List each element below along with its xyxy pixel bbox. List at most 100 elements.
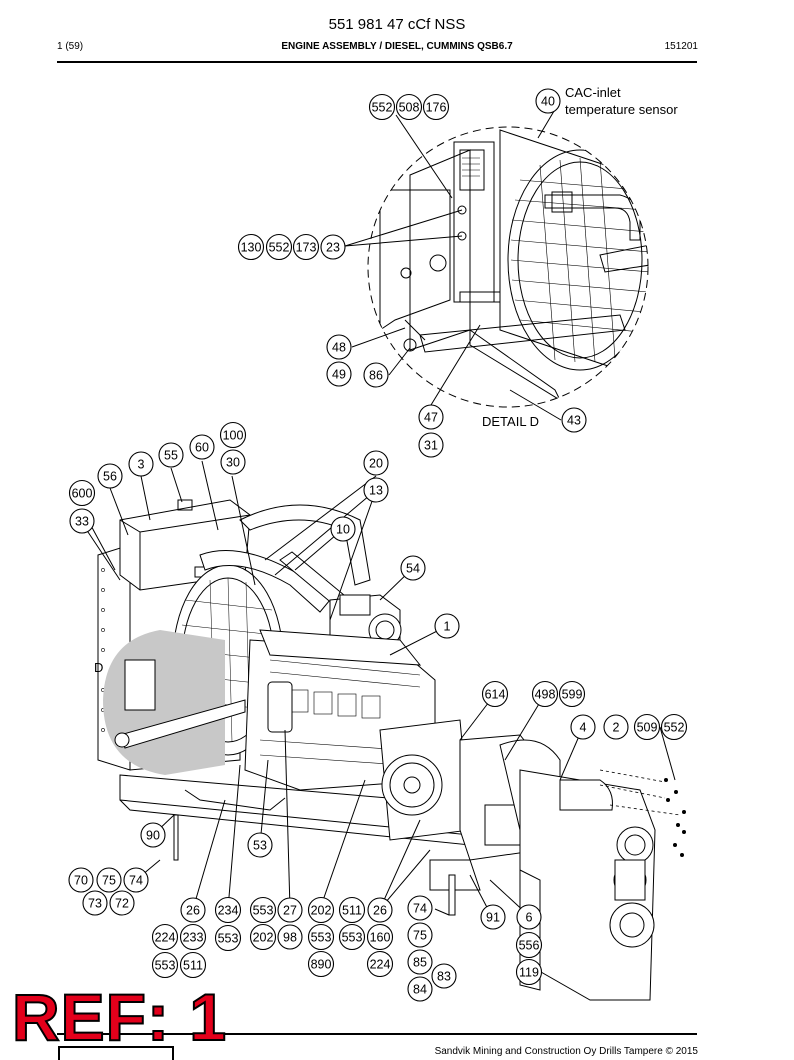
callout-bubble: 202	[307, 896, 335, 924]
callout-bubble: 26	[180, 897, 206, 923]
callout-number: 224	[370, 958, 391, 972]
callout-number: 202	[311, 904, 332, 918]
callout-bubble: 55	[158, 442, 184, 468]
callout-bubble: 130	[237, 233, 265, 261]
footer-copyright: Sandvik Mining and Construction Oy Drill…	[434, 1046, 698, 1057]
section-code: 151201	[664, 41, 698, 52]
callout-bubble: 74	[407, 895, 433, 921]
detail-view-marker: D	[94, 660, 103, 675]
callout-bubble: 224	[151, 923, 179, 951]
callout-number: 160	[370, 931, 391, 945]
callout-number: 54	[406, 562, 420, 576]
detail-label: DETAIL D	[482, 414, 539, 429]
callout-number: 27	[283, 904, 297, 918]
callout-number: 74	[129, 874, 143, 888]
callout-bubble: 2	[603, 714, 629, 740]
callout-bubble: 31	[418, 432, 444, 458]
callout-bubble: 49	[326, 361, 352, 387]
callout-number: 511	[183, 959, 203, 973]
callout-number: 43	[567, 414, 581, 428]
callout-number: 173	[296, 241, 317, 255]
callout-number: 55	[164, 449, 178, 463]
ref-stamp: REF: 1	[11, 980, 228, 1054]
callout-number: 75	[102, 874, 116, 888]
callout-number: 91	[486, 911, 500, 925]
callout-number: 1	[444, 620, 451, 634]
callout-bubble: 553	[249, 896, 277, 924]
callout-number: 100	[223, 429, 244, 443]
callout-number: 553	[311, 931, 332, 945]
callout-number: 614	[485, 688, 506, 702]
callout-number: 26	[373, 904, 387, 918]
callout-bubble: 26	[367, 897, 393, 923]
callout-number: 98	[283, 931, 297, 945]
callout-number: 30	[226, 456, 240, 470]
callout-number: 6	[526, 911, 533, 925]
callout-number: 20	[369, 457, 383, 471]
callout-bubble: 74	[123, 867, 149, 893]
callout-number: 90	[146, 829, 160, 843]
callout-number: 552	[664, 721, 685, 735]
callout-number: 599	[562, 688, 583, 702]
callout-bubble: 3	[128, 451, 154, 477]
callout-number: 47	[424, 411, 438, 425]
callout-bubble: 173	[292, 233, 320, 261]
callout-number: 130	[241, 241, 262, 255]
callout-number: 202	[253, 931, 274, 945]
callout-bubble: 600	[68, 479, 96, 507]
callout-bubble: 552	[265, 233, 293, 261]
callout-number: 553	[155, 959, 176, 973]
callout-number: 31	[424, 439, 438, 453]
callout-number: 556	[519, 939, 540, 953]
callout-bubble: 553	[338, 923, 366, 951]
callout-number: 511	[342, 904, 362, 918]
callout-number: 86	[369, 369, 383, 383]
callout-bubble: 48	[326, 334, 352, 360]
callout-bubble: 98	[277, 924, 303, 950]
callout-bubble: 43	[561, 407, 587, 433]
callout-number: 83	[437, 970, 451, 984]
detail-d-view	[344, 100, 649, 421]
callout-bubble: 160	[366, 923, 394, 951]
callout-number: 48	[332, 341, 346, 355]
callout-bubble: 233	[179, 923, 207, 951]
callout-number: 600	[72, 487, 93, 501]
callout-bubble: 556	[515, 931, 543, 959]
sensor-note-line1: CAC-inlet	[565, 85, 621, 100]
callout-number: 33	[75, 515, 89, 529]
callout-bubble: 119	[515, 958, 543, 986]
callout-number: 70	[74, 874, 88, 888]
callout-number: 509	[637, 721, 658, 735]
callout-bubble: 33	[69, 508, 95, 534]
callout-number: 73	[88, 897, 102, 911]
callout-bubble: 553	[151, 951, 179, 979]
callout-number: 26	[186, 904, 200, 918]
callout-bubble: 85	[407, 949, 433, 975]
callout-bubble: 91	[480, 904, 506, 930]
callout-bubble: 56	[97, 463, 123, 489]
callout-bubble: 86	[363, 362, 389, 388]
callout-bubble: 75	[407, 922, 433, 948]
callout-bubble: 10	[330, 516, 356, 542]
callout-number: 60	[195, 441, 209, 455]
callout-bubble: 553	[307, 923, 335, 951]
callout-bubble: 6	[516, 904, 542, 930]
callout-number: 40	[541, 95, 555, 109]
callout-bubble: 234	[214, 896, 242, 924]
callout-number: 553	[342, 931, 363, 945]
callout-bubble: 890	[307, 950, 335, 978]
footer-rule	[57, 1033, 697, 1035]
callout-bubble: 176	[422, 93, 450, 121]
callout-bubble: 72	[109, 890, 135, 916]
callout-bubble: 23	[320, 234, 346, 260]
callout-bubble: 509	[633, 713, 661, 741]
section-title: ENGINE ASSEMBLY / DIESEL, CUMMINS QSB6.7	[281, 41, 513, 52]
callout-bubble: 4	[570, 714, 596, 740]
header-rule	[57, 61, 697, 63]
callout-bubble: 553	[214, 924, 242, 952]
callout-number: 3	[138, 458, 145, 472]
callout-bubble: 508	[395, 93, 423, 121]
callout-number: 119	[519, 966, 539, 980]
